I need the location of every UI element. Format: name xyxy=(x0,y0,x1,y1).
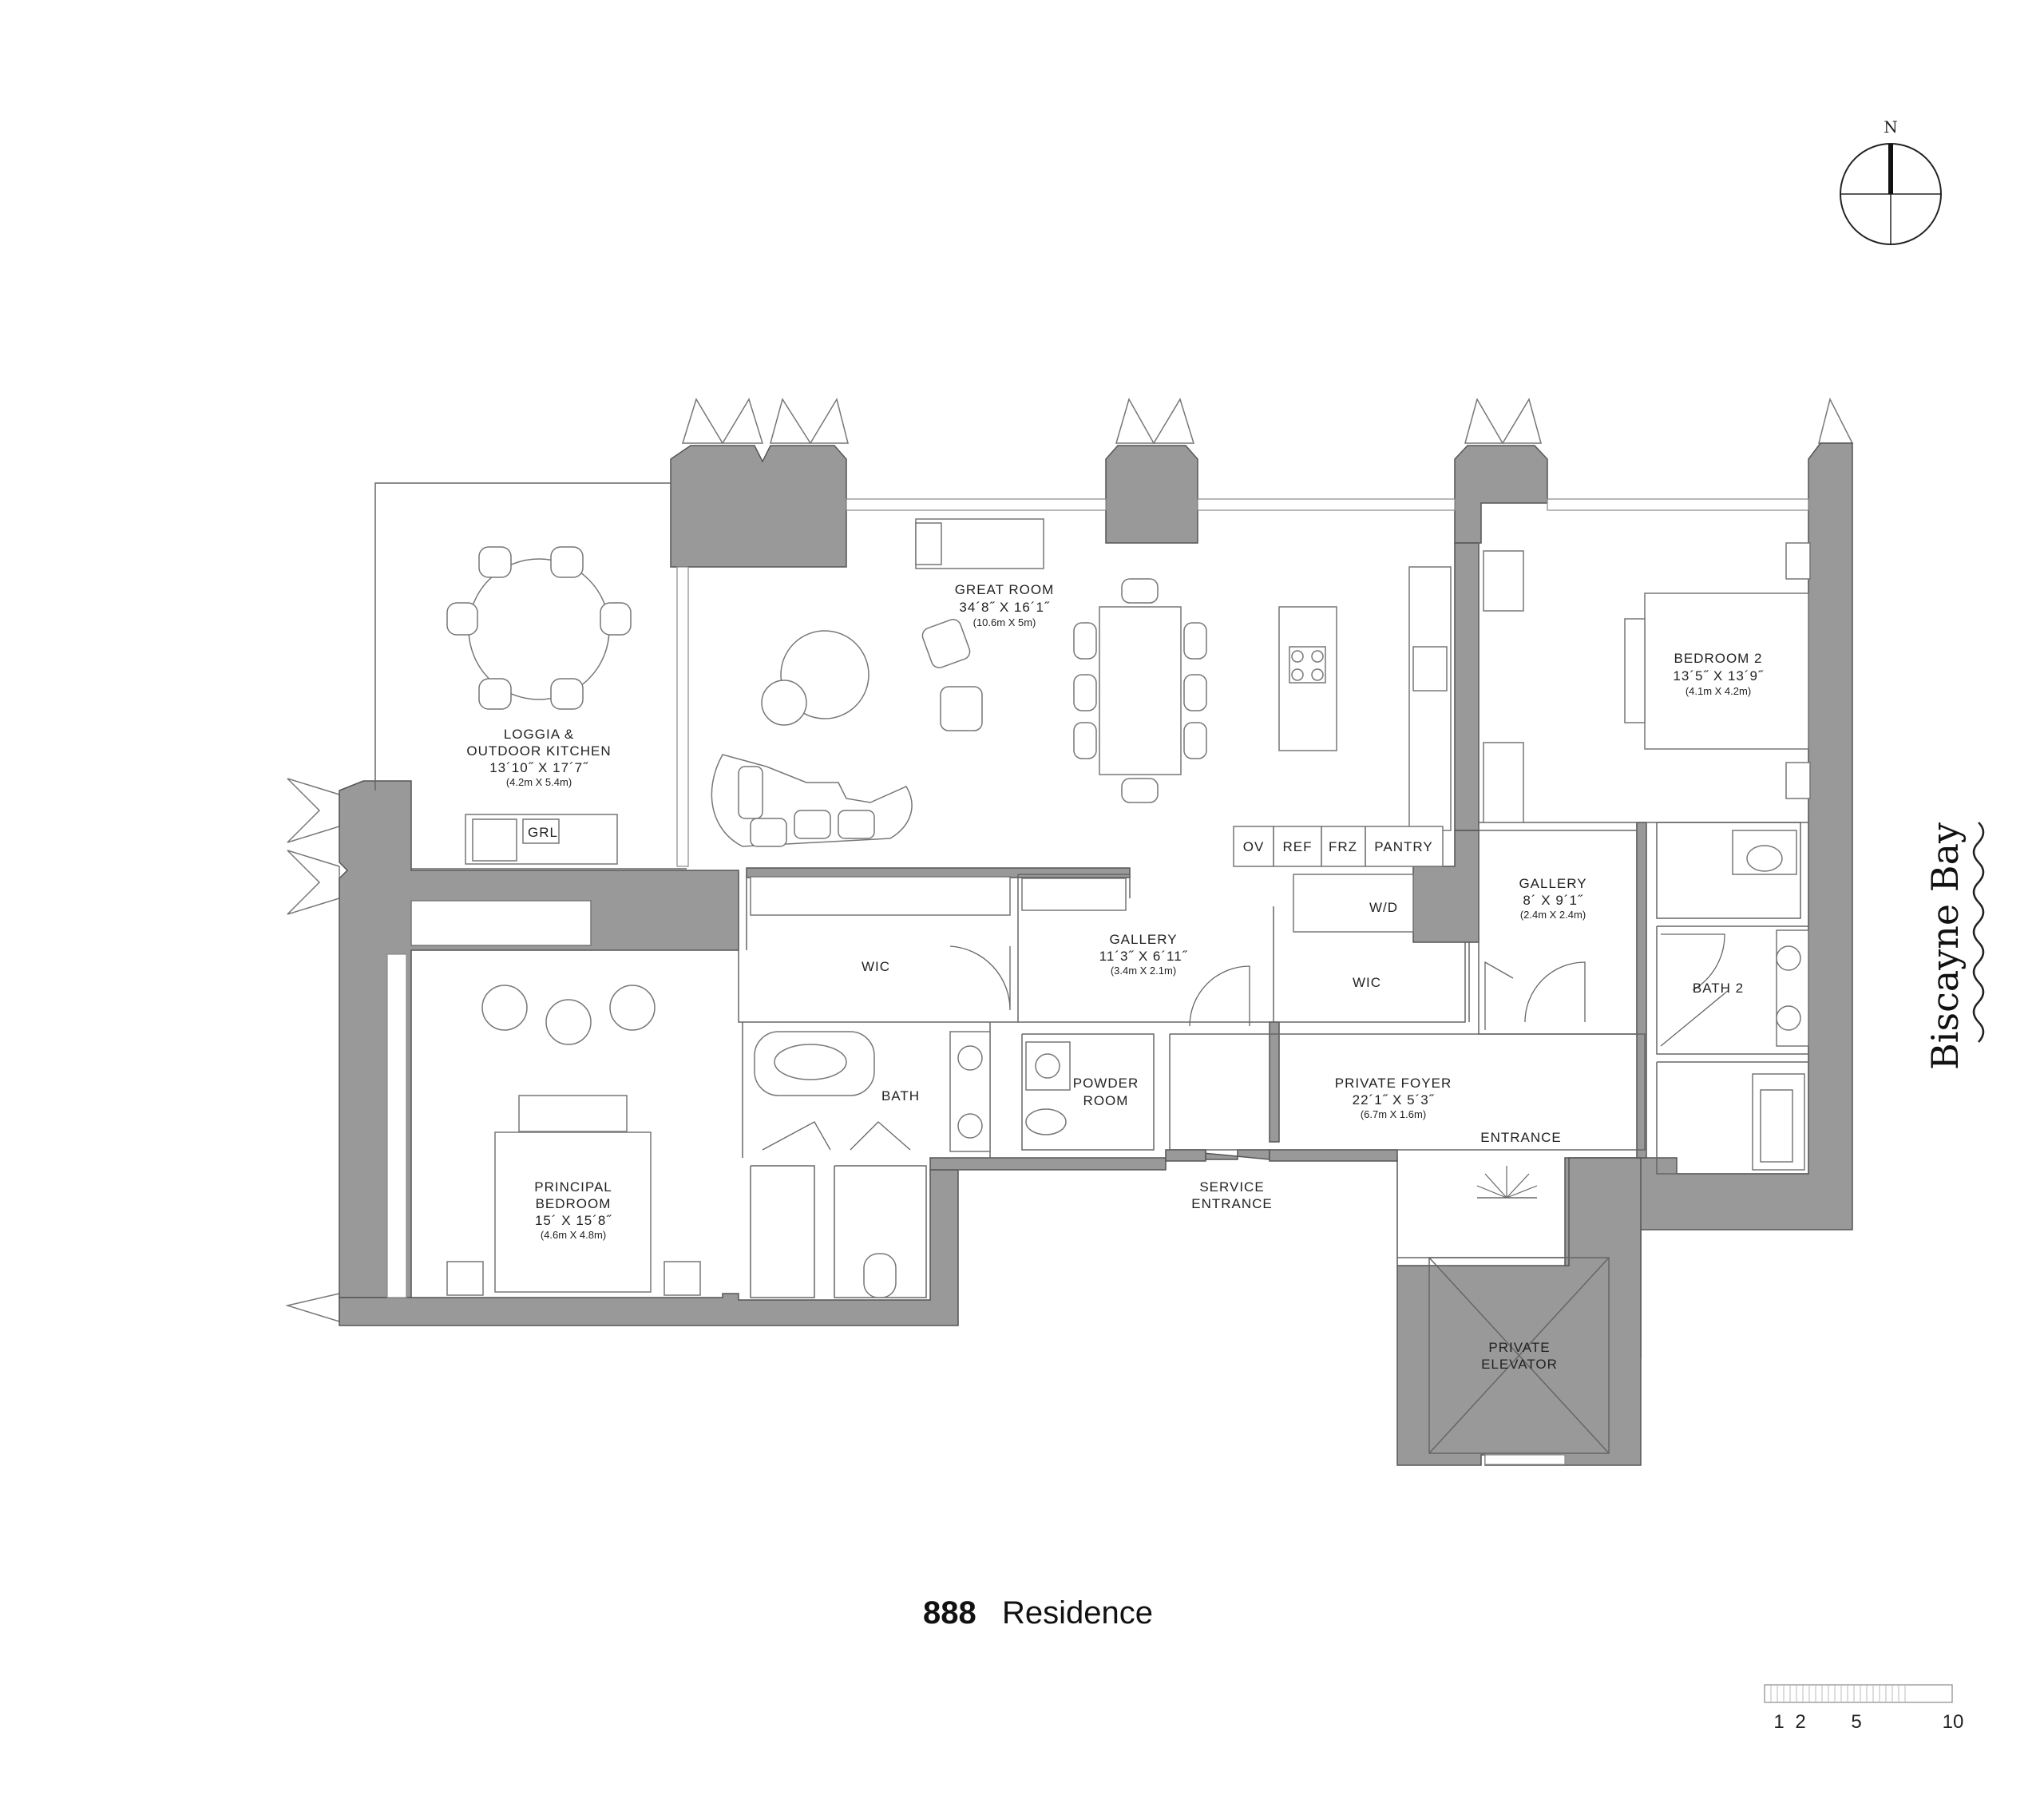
gallery-east-dims: 8´ X 9´1˝ xyxy=(1523,893,1583,908)
bedroom2-dims: 13´5˝ X 13´9˝ xyxy=(1673,668,1763,684)
elevator-label-2: ELEVATOR xyxy=(1481,1357,1558,1372)
great-room-metric: (10.6m X 5m) xyxy=(973,616,1036,628)
oven-label: OV xyxy=(1243,839,1265,854)
gallery-east-label: GALLERY xyxy=(1519,876,1586,891)
doors xyxy=(762,933,1729,1151)
wd-label: W/D xyxy=(1369,900,1398,915)
loggia-metric: (4.2m X 5.4m) xyxy=(506,776,572,788)
wic-east-label: WIC xyxy=(1353,975,1381,990)
window-bays xyxy=(285,397,1854,1323)
principal-metric: (4.6m X 4.8m) xyxy=(541,1229,606,1241)
grill-label: GRL xyxy=(528,825,558,840)
bath2-label: BATH 2 xyxy=(1693,981,1744,996)
pantry-label: PANTRY xyxy=(1374,839,1432,854)
title-name: Residence xyxy=(1002,1595,1153,1631)
room-outlines xyxy=(374,482,1809,1465)
gallery-mid-metric: (3.4m X 2.1m) xyxy=(1111,965,1176,977)
scale-bar: 1 2 5 10 xyxy=(1764,1684,1964,1733)
entrance-mat xyxy=(1476,1166,1538,1199)
scale-label-2: 2 xyxy=(1795,1711,1805,1733)
entrance-label: ENTRANCE xyxy=(1480,1130,1562,1145)
room-labels: GREAT ROOM 34´8˝ X 16´1˝ (10.6m X 5m) LO… xyxy=(466,582,1763,1372)
powder-label-1: POWDER xyxy=(1073,1076,1139,1091)
furniture xyxy=(410,518,1811,1298)
service-entrance-label-2: ENTRANCE xyxy=(1191,1196,1273,1211)
elevator-label-1: PRIVATE xyxy=(1488,1340,1550,1355)
biscayne-bay-label: Biscayne Bay xyxy=(1923,822,1967,1070)
freezer-label: FRZ xyxy=(1329,839,1357,854)
north-label: N xyxy=(1884,117,1898,137)
bedroom2-metric: (4.1m X 4.2m) xyxy=(1686,685,1751,697)
scale-label-5: 5 xyxy=(1851,1711,1861,1733)
great-room-label: GREAT ROOM xyxy=(955,582,1055,597)
scale-label-1: 1 xyxy=(1773,1711,1784,1733)
bath-label: BATH xyxy=(881,1088,920,1104)
biscayne-bay: Biscayne Bay xyxy=(1923,822,1985,1070)
great-room-dims: 34´8˝ X 16´1˝ xyxy=(959,600,1049,615)
wic-west-label: WIC xyxy=(862,959,890,974)
north-compass: N xyxy=(1840,117,1942,245)
gallery-mid-label: GALLERY xyxy=(1109,932,1177,947)
foyer-metric: (6.7m X 1.6m) xyxy=(1361,1108,1426,1120)
plan-title: 888 Residence xyxy=(923,1595,1153,1631)
principal-label-2: BEDROOM xyxy=(536,1196,612,1211)
bedroom2-label: BEDROOM 2 xyxy=(1674,651,1762,666)
foyer-label: PRIVATE FOYER xyxy=(1335,1076,1452,1091)
service-entrance-label-1: SERVICE xyxy=(1199,1179,1264,1195)
scale-label-10: 10 xyxy=(1943,1711,1964,1733)
gallery-east-metric: (2.4m X 2.4m) xyxy=(1520,909,1586,921)
loggia-label-2: OUTDOOR KITCHEN xyxy=(466,743,611,759)
foyer-dims: 22´1˝ X 5´3˝ xyxy=(1353,1092,1435,1108)
principal-dims: 15´ X 15´8˝ xyxy=(535,1213,612,1228)
gallery-mid-dims: 11´3˝ X 6´11˝ xyxy=(1099,949,1188,964)
refrigerator-label: REF xyxy=(1283,839,1313,854)
powder-label-2: ROOM xyxy=(1083,1093,1129,1108)
title-number: 888 xyxy=(923,1595,976,1631)
loggia-label-1: LOGGIA & xyxy=(504,727,574,742)
principal-label-1: PRINCIPAL xyxy=(534,1179,612,1195)
water-waves-icon xyxy=(1972,822,1985,1043)
loggia-dims: 13´10˝ X 17´7˝ xyxy=(489,760,588,775)
